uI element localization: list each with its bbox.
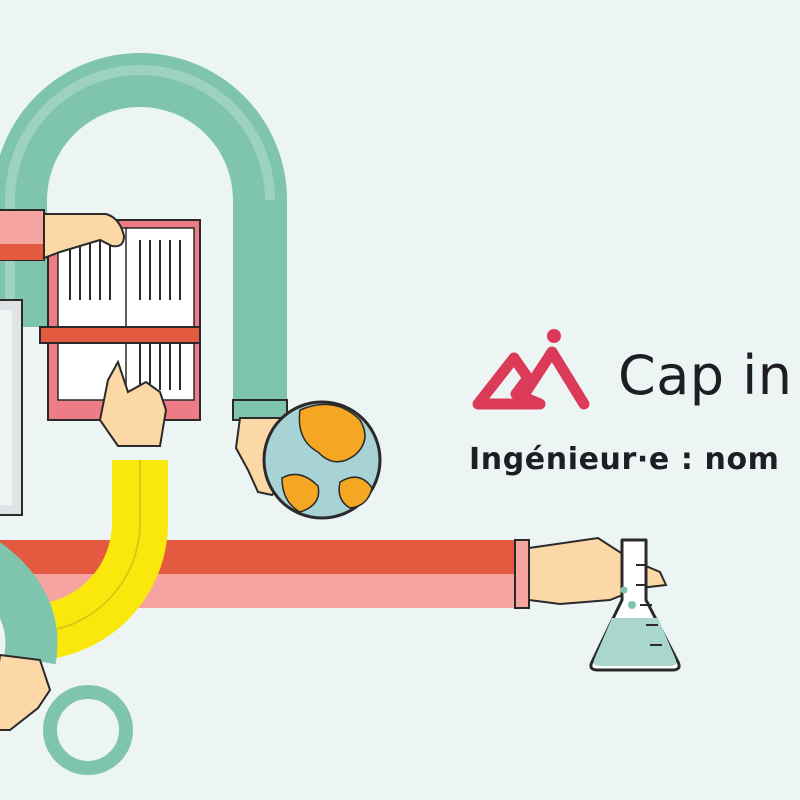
magnifying-glass-icon bbox=[43, 685, 133, 775]
laptop-icon bbox=[0, 299, 23, 516]
tagline: Ingénieur·e : nom bbox=[469, 442, 780, 477]
teal-arm bbox=[0, 53, 288, 421]
pink-sleeve bbox=[0, 209, 126, 261]
globe-icon bbox=[262, 400, 382, 520]
erlenmeyer-flask-icon bbox=[589, 538, 681, 672]
mountain-logo-icon bbox=[472, 329, 590, 410]
brand-name: Cap in bbox=[618, 344, 793, 407]
teal-arm-bottom bbox=[0, 542, 58, 731]
